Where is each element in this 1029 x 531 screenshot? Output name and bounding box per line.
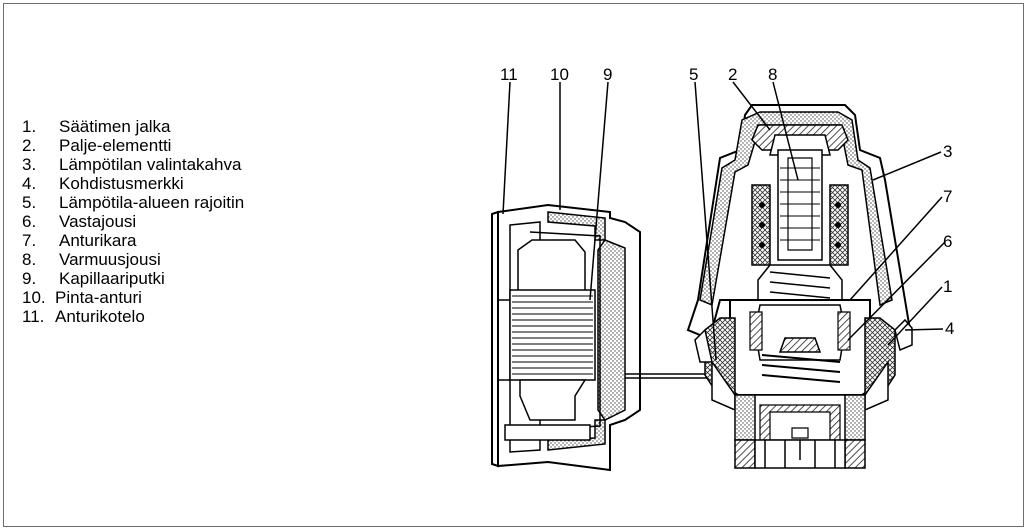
leader-lines — [502, 81, 946, 361]
legend-label: Lämpötilan valintakahva — [59, 155, 242, 174]
legend-label: Vastajousi — [59, 212, 137, 231]
legend-label: Palje-elementti — [59, 136, 172, 155]
callout-10: 10 — [550, 65, 569, 84]
legend-number: 6. — [22, 212, 37, 231]
legend-number: 2. — [22, 136, 37, 155]
callout-labels: 11 10 9 5 2 8 3 7 6 1 4 — [500, 65, 954, 338]
legend-label: Anturikotelo — [55, 307, 145, 326]
legend-number: 1. — [22, 117, 37, 136]
legend-label: Anturikara — [59, 231, 137, 250]
callout-5: 5 — [689, 65, 698, 84]
callout-6: 6 — [943, 232, 952, 251]
legend-number: 7. — [22, 231, 37, 250]
legend-number: 9. — [22, 269, 37, 288]
figure-frame — [3, 3, 1024, 527]
legend-label: Säätimen jalka — [59, 117, 171, 136]
callout-9: 9 — [603, 65, 612, 84]
legend-item-11: 11. Anturikotelo — [22, 307, 244, 326]
legend-label: Kapillaariputki — [59, 269, 165, 288]
legend-label: Kohdistusmerkki — [59, 174, 184, 193]
legend-item-1: 1. Säätimen jalka — [22, 117, 244, 136]
legend-item-6: 6. Vastajousi — [22, 212, 244, 231]
capillary-tube — [625, 373, 708, 379]
callout-8: 8 — [768, 65, 777, 84]
legend-item-5: 5. Lämpötila-alueen rajoitin — [22, 193, 244, 212]
legend-number: 8. — [22, 250, 37, 269]
legend-number: 10. — [22, 288, 46, 307]
legend-item-7: 7. Anturikara — [22, 231, 244, 250]
legend-number: 5. — [22, 193, 37, 212]
callout-2: 2 — [728, 65, 737, 84]
callout-3: 3 — [943, 142, 952, 161]
legend-number: 4. — [22, 174, 37, 193]
callout-7: 7 — [943, 187, 952, 206]
legend-label: Lämpötila-alueen rajoitin — [59, 193, 245, 212]
parts-legend: 1. Säätimen jalka 2. Palje-elementti 3. Läm… — [22, 117, 244, 326]
legend-item-8: 8. Varmuusjousi — [22, 250, 244, 269]
legend-label: Varmuusjousi — [59, 250, 161, 269]
callout-11: 11 — [500, 65, 518, 84]
sensor-housing — [491, 203, 641, 472]
legend-item-3: 3. Lämpötilan valintakahva — [22, 155, 244, 174]
legend-number: 3. — [22, 155, 37, 174]
callout-1: 1 — [943, 277, 952, 296]
legend-item-10: 10. Pinta-anturi — [22, 288, 244, 307]
thermostat-head — [686, 104, 913, 469]
legend-item-4: 4. Kohdistusmerkki — [22, 174, 244, 193]
legend-number: 11. — [22, 307, 45, 326]
legend-label: Pinta-anturi — [55, 288, 142, 307]
legend-item-9: 9. Kapillaariputki — [22, 269, 244, 288]
callout-4: 4 — [945, 319, 954, 338]
legend-item-2: 2. Palje-elementti — [22, 136, 244, 155]
